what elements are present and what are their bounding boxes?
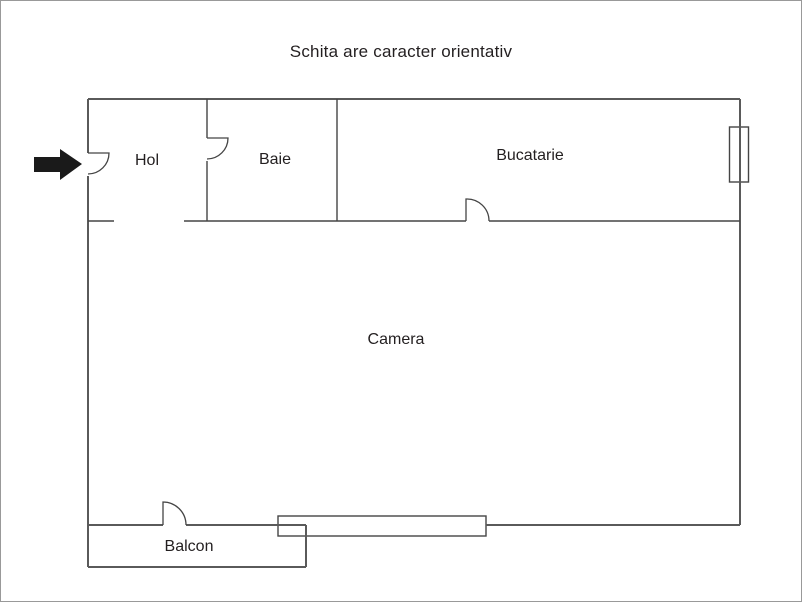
room-label-baie: Baie (258, 151, 292, 168)
room-label-hol: Hol (134, 152, 160, 169)
inner-walls (88, 99, 740, 222)
balcon-door (162, 501, 187, 526)
entrance-door (87, 152, 110, 175)
room-label-bucatarie: Bucatarie (496, 147, 564, 164)
bucatarie-door (465, 198, 490, 222)
windows (277, 126, 750, 537)
baie-door (206, 137, 229, 160)
doors (87, 137, 490, 526)
page-title: Schita are caracter orientativ (289, 42, 513, 61)
outer-walls (87, 98, 741, 568)
room-label-camera: Camera (367, 331, 425, 348)
room-label-balcon: Balcon (164, 538, 214, 555)
camera-window (277, 515, 487, 537)
balcon-walls (87, 525, 307, 568)
entrance-arrow-icon (34, 149, 82, 180)
